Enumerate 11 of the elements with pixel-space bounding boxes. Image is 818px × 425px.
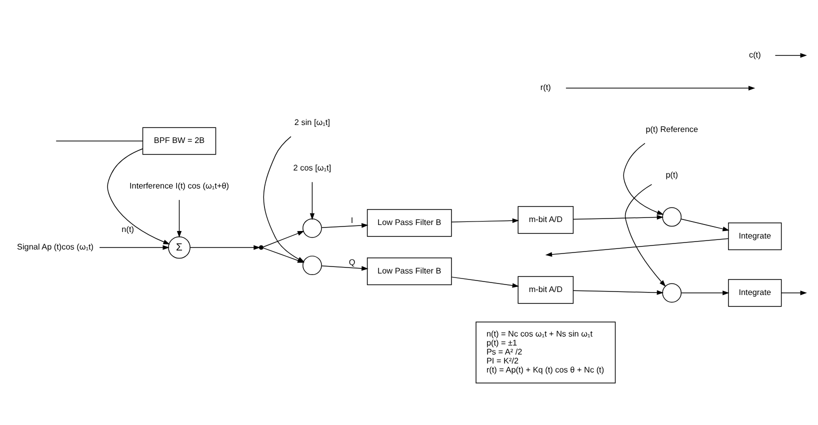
edge-label: I <box>350 216 354 225</box>
node-text: 2 cos [ω₁t] <box>293 164 332 173</box>
node-text: r(t) <box>540 83 551 92</box>
node-text: p(t) Reference <box>646 124 698 134</box>
node-text: 2 sin [ω₁t] <box>294 118 330 128</box>
edge-label: Q <box>348 258 356 268</box>
node-text: Interference I(t) cos (ω₁t+θ) <box>130 182 230 191</box>
node-text: Signal Ap (t)cos (ω₁t) <box>17 242 94 252</box>
edge-label: n(t) <box>122 225 134 234</box>
node-text: c(t) <box>748 50 761 60</box>
node-text: p(t) <box>666 170 678 180</box>
